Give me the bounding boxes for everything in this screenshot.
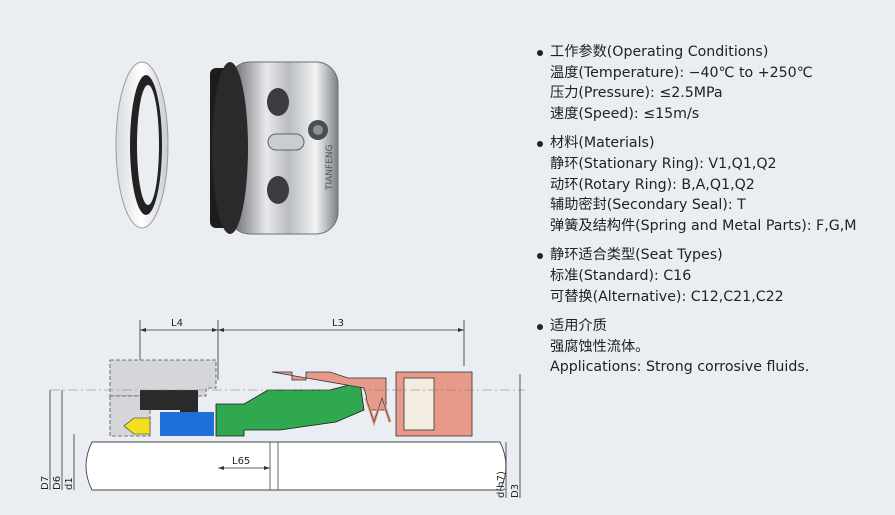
spec-item: 辅助密封(Secondary Seal): T xyxy=(550,197,746,214)
label-d1: d1 xyxy=(64,477,75,490)
bullet-icon xyxy=(537,253,543,260)
spec-group: 静环适合类型(Seat Types) 标准(Standard): C16 可替换(A… xyxy=(536,245,891,307)
spec-group-title: 材料(Materials) xyxy=(536,133,891,154)
set-screw xyxy=(403,377,435,431)
spec-item: Applications: Strong corrosive fluids. xyxy=(550,359,810,376)
spec-item: 压力(Pressure): ≤2.5MPa xyxy=(550,85,723,102)
spec-group: 材料(Materials) 静环(Stationary Ring): V1,Q1,… xyxy=(536,133,891,236)
spec-group-title-text: 材料(Materials) xyxy=(550,135,655,152)
label-d3: D3 xyxy=(510,484,521,498)
seal-body-photo: TIANFENG xyxy=(210,61,339,235)
label-d6: D6 xyxy=(52,476,63,490)
spec-item: 动环(Rotary Ring): B,A,Q1,Q2 xyxy=(550,176,755,193)
spec-item: 强腐蚀性流体。 xyxy=(550,338,650,355)
top-dimensions xyxy=(139,320,465,380)
spec-item: 可替换(Alternative): C12,C21,C22 xyxy=(550,288,784,305)
spec-item: 弹簧及结构件(Spring and Metal Parts): F,G,M xyxy=(550,217,857,234)
spec-item: 静环(Stationary Ring): V1,Q1,Q2 xyxy=(550,155,777,172)
spec-list: 工作参数(Operating Conditions) 温度(Temperature… xyxy=(536,42,891,387)
label-l3: L3 xyxy=(332,318,344,329)
bullet-icon xyxy=(537,324,543,331)
spec-group: 适用介质强腐蚀性流体。 Applications: Strong corrosiv… xyxy=(536,316,891,378)
spec-group: 工作参数(Operating Conditions) 温度(Temperature… xyxy=(536,42,891,124)
technical-drawing: L4 L3 L65 D7 D6 d1 d(h7) D3 xyxy=(40,318,525,498)
anti-rotation-pin xyxy=(123,417,151,435)
seat-ring xyxy=(140,390,198,416)
bullet-icon xyxy=(537,141,543,148)
brand-mark: TIANFENG xyxy=(325,144,335,191)
label-d7: D7 xyxy=(40,476,51,490)
spec-item: 标准(Standard): C16 xyxy=(550,267,692,284)
product-photo: TIANFENG xyxy=(115,61,339,235)
seat-ring-photo xyxy=(115,61,169,229)
spec-group-title: 静环适合类型(Seat Types) xyxy=(536,245,891,266)
label-d-h7: d(h7) xyxy=(496,471,507,498)
spec-group-title: 适用介质 xyxy=(536,316,891,337)
label-l65: L65 xyxy=(232,456,250,467)
spec-group-title-text: 静环适合类型(Seat Types) xyxy=(550,247,723,264)
spec-item: 温度(Temperature): −40℃ to +250℃ xyxy=(550,64,813,81)
seat-insert xyxy=(160,412,214,436)
spec-group-title: 工作参数(Operating Conditions) xyxy=(536,42,891,63)
rotary-face xyxy=(215,381,365,437)
spec-item: 速度(Speed): ≤15m/s xyxy=(550,105,700,122)
spec-group-title-text: 工作参数(Operating Conditions) xyxy=(550,44,769,60)
spec-group-title-text: 适用介质 xyxy=(550,318,607,335)
shaft xyxy=(85,441,507,491)
label-l4: L4 xyxy=(171,318,183,329)
bullet-icon xyxy=(537,50,543,56)
